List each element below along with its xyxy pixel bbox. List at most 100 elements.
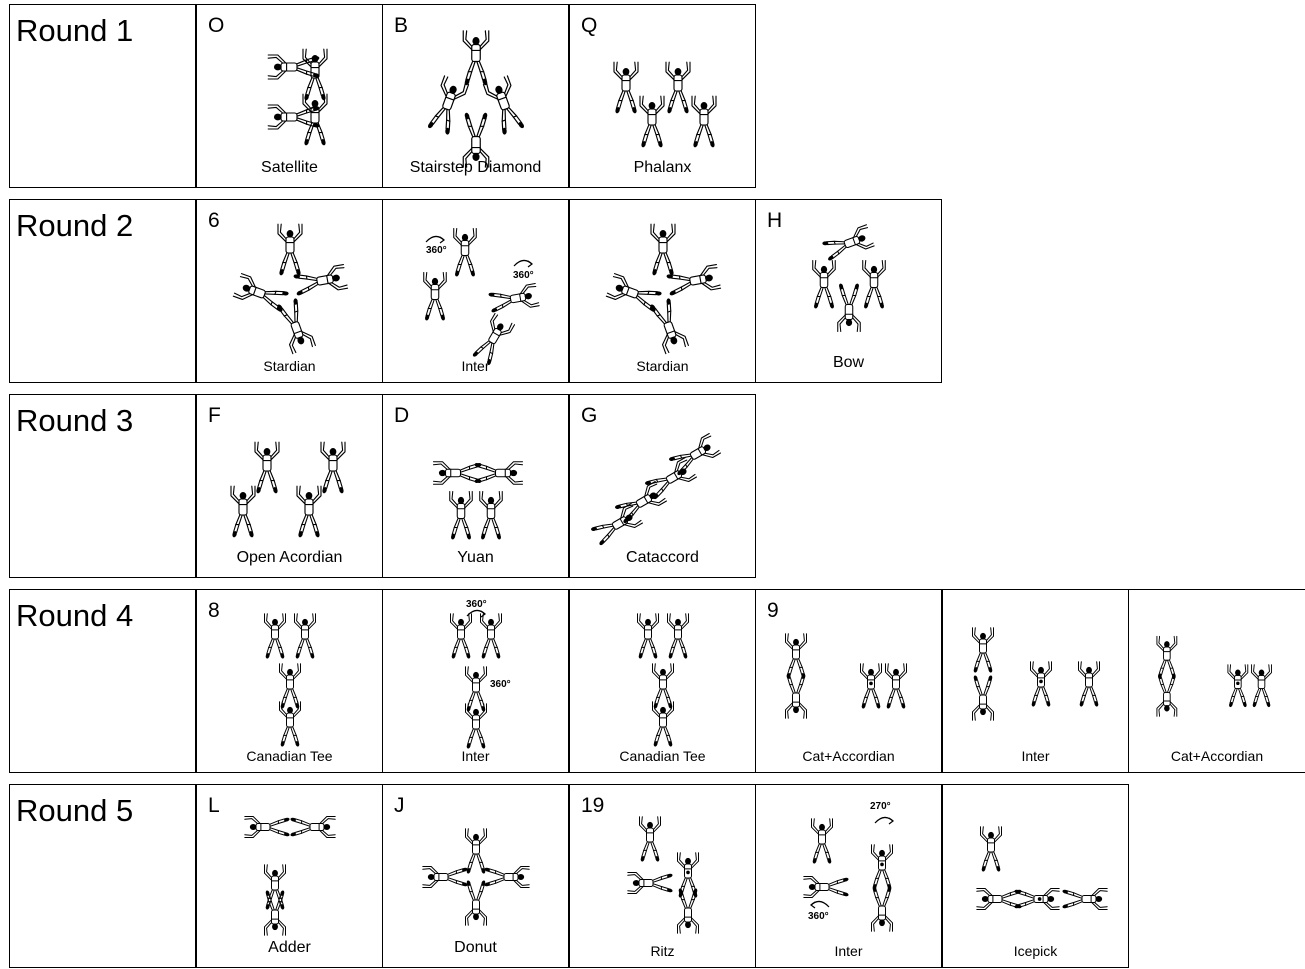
formation-code: Q [581, 14, 598, 37]
skydiver-figure [230, 485, 256, 538]
icepick-formation-icon [976, 826, 1108, 910]
skydiver-figure [615, 480, 668, 524]
skydiver-figure [1030, 661, 1052, 707]
formation-caption: Canadian Tee [246, 748, 333, 764]
skydiver-figure [1156, 673, 1178, 717]
round-label: Round 3 [16, 403, 134, 438]
formation-code: J [394, 794, 405, 817]
open-accordian-formation-icon [230, 441, 346, 538]
satellite-formation-icon [267, 48, 328, 146]
skydiver-figure [423, 271, 447, 321]
skydiver-figure [465, 828, 487, 874]
skydiver-figure [677, 852, 699, 898]
skydiver-figure [785, 633, 807, 679]
skydiver-figure [465, 703, 487, 749]
skydiver-figure [785, 673, 807, 719]
formation-code: 6 [208, 209, 220, 232]
round-label: Round 5 [16, 793, 134, 828]
skydiver-figure [972, 675, 994, 721]
skydiver-figure [860, 663, 882, 709]
skydiver-figure [462, 112, 490, 168]
skydiver-figure [667, 613, 689, 659]
formation-caption: Cat+Accordian [802, 748, 895, 764]
skydiver-figure [871, 886, 893, 932]
formation-cell: 19 Ritz [569, 784, 756, 968]
skydiver-figure [650, 298, 689, 355]
rotation-arrow-icon [874, 816, 894, 825]
rotation-label: 360° [513, 270, 534, 281]
rotation-arrow-icon [425, 235, 445, 244]
skydiver-figure [677, 888, 699, 934]
formation-cell: B Stairstep Diamond [382, 4, 569, 188]
skydiver-figure [294, 613, 316, 659]
skydiver-figure [254, 441, 280, 494]
skydiver-figure [450, 613, 472, 659]
formation-cell: Icepick [942, 784, 1129, 968]
formation-caption: Phalanx [633, 159, 692, 176]
skydiver-figure [244, 816, 290, 838]
cat-accordian-formation-icon [1156, 635, 1272, 717]
skydiver-figure [462, 30, 490, 86]
skydiver-figure [277, 223, 303, 276]
skydiver-figure [428, 75, 470, 135]
formation-caption: Adder [268, 939, 311, 956]
formation-caption: Yuan [457, 549, 494, 566]
canadian-tee-formation-icon [264, 613, 316, 747]
formation-cell: G Cataccord [569, 394, 756, 578]
stairstep-diamond-formation-icon [428, 30, 524, 168]
formation-cell: Canadian Tee [569, 589, 756, 773]
skydiver-figure [803, 876, 849, 898]
formation-cell: Inter [942, 589, 1129, 773]
yuan-formation-icon [432, 461, 524, 540]
formation-caption: Ritz [650, 943, 675, 959]
round-label: Round 4 [16, 598, 134, 633]
inter-formation-icon [972, 627, 1100, 721]
formation-cell: H Bow [755, 199, 942, 383]
skydiver-figure [837, 283, 861, 333]
skydiver-figure [465, 880, 487, 926]
rotation-arrow-icon [513, 259, 533, 268]
rotation-arrow-icon [466, 609, 486, 618]
skydiver-figure [591, 502, 644, 546]
ritz-formation-icon [627, 816, 699, 934]
skydiver-figure [479, 490, 503, 540]
skydiver-figure [484, 866, 530, 888]
adder-formation-icon [244, 816, 336, 936]
formation-cell: 270° 360° Inter [755, 784, 942, 968]
stardian-formation-icon [232, 223, 349, 355]
formation-cell: 6 Stardian [196, 199, 383, 383]
inter-formation-icon [450, 609, 502, 749]
skydiver-figure [465, 666, 487, 712]
skydiver-figure [811, 818, 833, 864]
skydiver-figure [482, 75, 524, 135]
formation-code: F [208, 404, 221, 427]
skydiver-figure [474, 461, 524, 485]
skydiver-figure [691, 95, 717, 148]
bow-formation-icon [812, 224, 886, 333]
skydiver-figure [650, 223, 676, 276]
round-label-cell: Round 5 [9, 784, 196, 968]
skydiver-figure [290, 816, 336, 838]
skydiver-figure [480, 613, 502, 659]
skydiver-figure [862, 259, 886, 309]
round-label-cell: Round 1 [9, 4, 196, 188]
skydiver-figure [812, 259, 836, 309]
skydiver-figure [320, 441, 346, 494]
skydiver-figure [277, 298, 316, 355]
inter-formation-icon [803, 816, 894, 932]
skydiver-figure [639, 95, 665, 148]
skydiver-figure [267, 104, 320, 130]
skydiver-figure [652, 701, 674, 747]
skydiver-figure [666, 264, 722, 296]
skydiver-figure [1062, 888, 1108, 910]
cat-accordian-formation-icon [785, 633, 907, 719]
skydiver-figure [1078, 661, 1100, 707]
skydiver-figure [1251, 664, 1272, 708]
formation-caption: Bow [832, 354, 865, 371]
formation-cell: 8 Canadian Tee [196, 589, 383, 773]
formation-caption: Inter [461, 748, 490, 764]
rotation-label: 360° [466, 599, 487, 610]
skydiver-figure [453, 227, 477, 277]
skydiver-figure [1227, 664, 1249, 708]
skydiver-figure [232, 273, 289, 312]
